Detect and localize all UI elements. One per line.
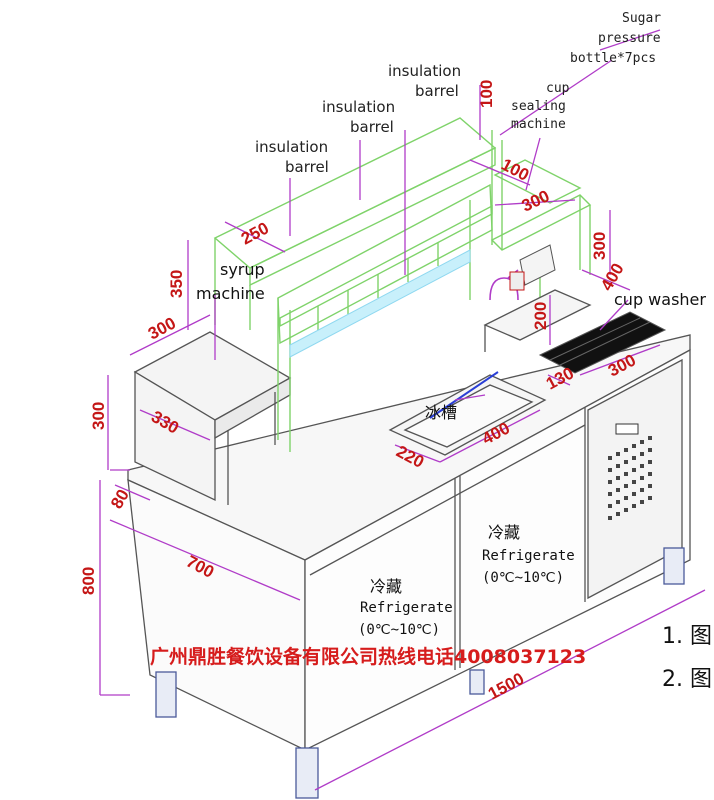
sugar-label-line1: Sugar xyxy=(622,11,661,26)
barrel1-label-line2: barrel xyxy=(415,82,459,100)
note-1: 1. 图 xyxy=(662,624,712,649)
dim-100-diagonal: 100 xyxy=(498,155,532,185)
note-2: 2. 图 xyxy=(662,667,712,692)
ice-sink-label: 冰槽 xyxy=(425,403,457,422)
cup-sealing-label-line2: sealing xyxy=(511,99,566,114)
cabinet xyxy=(127,334,691,799)
leg-left xyxy=(155,671,177,718)
ice-sink xyxy=(388,374,547,456)
syrup-label-line2: machine xyxy=(196,284,265,303)
sugar-label-line3: bottle*7pcs xyxy=(570,51,656,66)
sugar-label-line2: pressure xyxy=(598,31,661,46)
dim-1500: 1500 xyxy=(485,669,527,704)
cup-sealing-label-line3: machine xyxy=(511,117,566,132)
cup-washer xyxy=(538,311,667,374)
shelving-frame xyxy=(213,117,592,452)
dim-100-vertical: 100 xyxy=(477,80,496,108)
cup-sealing-machine xyxy=(489,244,556,301)
leg-right xyxy=(663,547,685,585)
barrel3-label-line2: barrel xyxy=(285,158,329,176)
dim-200: 200 xyxy=(531,302,550,330)
dim-300-right-height: 300 xyxy=(590,232,609,260)
cup-washer-label: cup washer xyxy=(614,290,706,309)
dim-350: 350 xyxy=(167,270,186,298)
glass-shield xyxy=(289,249,471,358)
leader-lines xyxy=(99,29,706,791)
syrup-label-line1: syrup xyxy=(220,260,265,279)
barrel1-label-line1: insulation xyxy=(388,62,461,80)
refrigerate-label-2: Refrigerate xyxy=(482,548,575,564)
dim-400-right: 400 xyxy=(597,260,628,294)
ice-scoop xyxy=(429,371,499,419)
cold-label-2: 冷藏 xyxy=(488,523,520,542)
leg-mid xyxy=(469,669,485,695)
temp-label-1: (0℃~10℃) xyxy=(358,622,440,638)
control-display xyxy=(615,423,639,435)
barrel3-label-line1: insulation xyxy=(255,138,328,156)
vent-grille xyxy=(608,436,652,520)
cold-label-1: 冷藏 xyxy=(370,577,402,596)
barrel2-label-line2: barrel xyxy=(350,118,394,136)
sink-area xyxy=(483,289,592,352)
temp-label-2: (0℃~10℃) xyxy=(482,570,564,586)
barrel2-label-line1: insulation xyxy=(322,98,395,116)
refrigerate-label-1: Refrigerate xyxy=(360,600,453,616)
company-watermark: 广州鼎胜餐饮设备有限公司热线电话4008037123 xyxy=(150,645,586,668)
dim-800: 800 xyxy=(79,567,98,595)
leg-front xyxy=(295,747,319,799)
dim-300-syrup: 300 xyxy=(145,313,179,343)
cup-sealing-label-line1: cup xyxy=(546,81,570,96)
dim-250: 250 xyxy=(238,218,272,248)
dim-300-left-height: 300 xyxy=(89,402,108,430)
